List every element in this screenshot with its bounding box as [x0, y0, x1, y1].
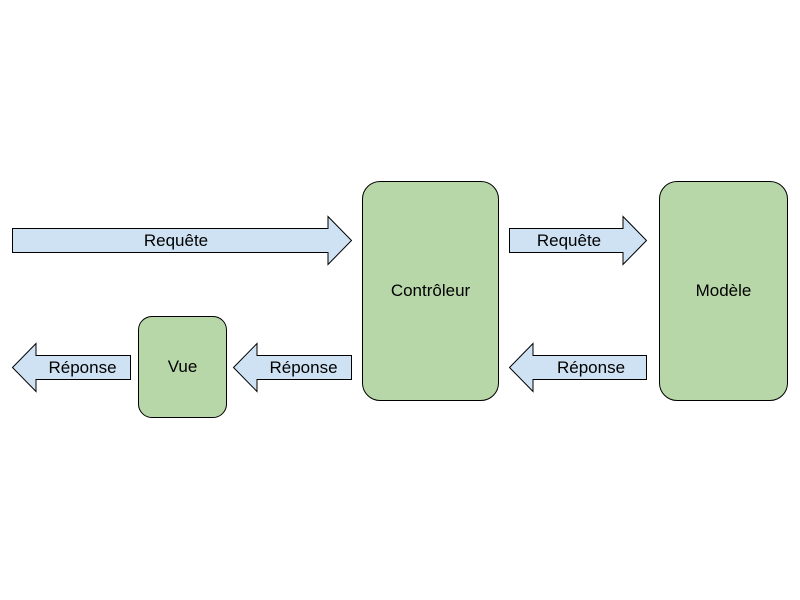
- arrow-left-shape: [508, 342, 647, 393]
- arrow-body: [12, 215, 353, 266]
- arrow-right-shape: [509, 215, 648, 266]
- arrow-body: [509, 215, 648, 266]
- node-modele: Modèle: [659, 181, 788, 401]
- arrow-right-shape: [12, 215, 353, 266]
- arrow-reponse-label: Réponse: [48, 357, 117, 377]
- arrow-requete-to-controleur: Requête: [12, 215, 353, 266]
- node-controleur-label: Contrôleur: [390, 281, 471, 300]
- arrow-body: [508, 342, 647, 393]
- arrow-requete-label: Requête: [143, 230, 209, 250]
- arrow-reponse-label: Réponse: [556, 357, 626, 377]
- arrow-body: [11, 342, 131, 393]
- arrow-reponse-from-modele: Réponse: [508, 342, 647, 393]
- arrow-requete-to-modele: Requête: [509, 215, 648, 266]
- arrow-requete-label: Requête: [536, 230, 602, 250]
- arrow-body: [232, 342, 352, 393]
- arrow-left-shape: [11, 342, 131, 393]
- node-vue: Vue: [138, 316, 227, 418]
- arrow-reponse-label: Réponse: [269, 357, 338, 377]
- arrow-left-shape: [232, 342, 352, 393]
- node-modele-label: Modèle: [695, 281, 752, 300]
- node-controleur: Contrôleur: [362, 181, 499, 401]
- arrow-reponse-to-vue: Réponse: [232, 342, 352, 393]
- arrow-reponse-out: Réponse: [11, 342, 131, 393]
- node-vue-label: Vue: [167, 357, 198, 376]
